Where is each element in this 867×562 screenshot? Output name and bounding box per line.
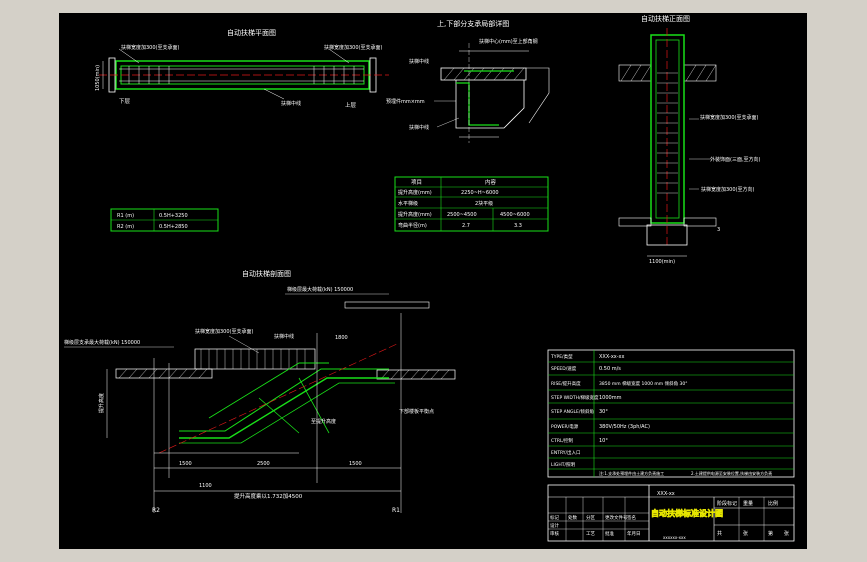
spec-cell: 4500~6000 — [500, 212, 530, 218]
spec-cell: 提升高度(mm) — [398, 211, 432, 218]
front-label-c: 扶梯宽度加300(至方向) — [701, 186, 754, 193]
title-right-cell: 重量 — [743, 500, 753, 507]
spec-cell: 2块平级 — [475, 200, 493, 207]
title-cell: 设计 — [550, 522, 559, 529]
section-dim: 2500 — [257, 461, 270, 467]
plan-view: 1050(min) 扶梯宽度加300(至支承面) 扶梯宽度加300(至支承面) … — [95, 44, 389, 109]
info-val: 1000mm — [599, 395, 622, 401]
spec-cell: 3.3 — [514, 223, 522, 229]
spec-cell: 2500~4500 — [447, 212, 477, 218]
section-label-right-mid: 扶梯中线 — [274, 333, 294, 340]
spec-header-item: 项目 — [411, 179, 422, 186]
front-label-a: 扶梯宽度加300(至支承面) — [700, 114, 758, 121]
info-val: 30° — [599, 409, 608, 415]
front-label-b: 外装饰面(三面,至方向) — [710, 156, 761, 163]
r-table: R1 (m) 0.5H+3250 R2 (m) 0.5H+2850 — [110, 208, 219, 232]
title-right-cell: 阶段标记 — [717, 500, 737, 507]
info-val: 10° — [599, 438, 608, 444]
title-block: XXX-xx 自动扶梯标准设计图 xxxxxx-xxx 标记 处数 分区 更改文… — [547, 484, 795, 542]
info-key: STEP WIDTH/梯级宽度 — [551, 394, 599, 401]
detail-label-b: 扶梯中线 — [409, 58, 429, 65]
spec-cell: 提升高度(mm) — [398, 189, 432, 196]
section-label-top: 梯级层最大荷载(kN) 150000 — [287, 286, 353, 293]
plan-label-mid: 扶梯中线 — [281, 100, 301, 107]
front-dim-bottom: 1100(min) — [649, 259, 675, 265]
info-val: 0.50 m/s — [599, 366, 621, 372]
drawing-sheet: 自动扶梯平面图 1050(min) 扶梯宽度加300(至支承面) 扶梯宽度加30… — [59, 13, 807, 549]
info-block: TYPE/类型 XXX-xx-xx SPEED/速度 0.50 m/s RISE… — [547, 349, 795, 478]
r-cell: 0.5H+3250 — [159, 213, 188, 219]
spec-cell: 水平梯级 — [398, 200, 418, 207]
front-title: 自动扶梯正面图 — [641, 14, 690, 23]
spec-cell: 2.7 — [462, 223, 470, 229]
r-cell: R2 (m) — [117, 224, 134, 230]
spec-cell: 弯曲半径(m) — [398, 222, 427, 229]
title-cell: 批准 — [605, 530, 614, 537]
info-key: LIGHT/照明 — [551, 462, 575, 468]
section-label-stairs: 扶梯宽度加300(至支承面) — [195, 328, 253, 335]
title-cell: 审核 — [550, 530, 559, 537]
plan-title: 自动扶梯平面图 — [227, 28, 276, 37]
detail-view: 扶梯中心(mm)至上部角钢 扶梯中线 预埋件mm×mm 扶梯中线 — [386, 38, 550, 143]
title-cell: 签名 — [627, 514, 636, 521]
mark-r2: R2 — [152, 507, 160, 514]
spec-cell: 2250~H~6000 — [461, 190, 499, 196]
section-dim-left: 提升高度 — [98, 393, 105, 413]
spec-table: 项目 内容 提升高度(mm) 2250~H~6000 水平梯级 2块平级 提升高… — [394, 176, 549, 232]
section-label-low: 下部楼板平衡点 — [399, 408, 434, 415]
title-cell: 标记 — [550, 514, 559, 521]
title-right-cell: 张 — [784, 530, 789, 537]
section-title: 自动扶梯剖面图 — [242, 269, 291, 278]
info-key: CTRL/控制 — [551, 437, 574, 444]
plan-label-left: 扶梯宽度加300(至支承面) — [121, 44, 179, 51]
section-label-r-marks: 至提升高度 — [311, 418, 336, 425]
section-dim: 1500 — [349, 461, 362, 467]
title-cell: 分区 — [586, 514, 595, 521]
cad-drawing: 自动扶梯平面图 1050(min) 扶梯宽度加300(至支承面) 扶梯宽度加30… — [64, 14, 795, 542]
title-cell: 处数 — [568, 514, 577, 521]
plan-label-down: 下层 — [119, 98, 131, 105]
info-key: TYPE/类型 — [550, 353, 573, 360]
info-val: 3850 mm 梯级宽度 1000 mm 倾斜角 30° — [599, 380, 688, 387]
info-val: XXX-xx-xx — [599, 354, 625, 360]
section-dim: 1500 — [179, 461, 192, 467]
info-note: 注:1.支承处预埋件由土建方负责施工 — [599, 470, 664, 476]
title-cell: 年月日 — [627, 530, 641, 537]
plan-label-up: 上层 — [345, 101, 357, 109]
title-right-cell: 第 — [768, 530, 773, 537]
detail-label-c: 预埋件mm×mm — [386, 98, 425, 105]
section-dim-bottom: 提升高度乘以1.732加4500 — [234, 492, 303, 500]
front-view: 1100(min) 3 扶梯宽度加300(至支承面) 外装饰面(三面,至方向) … — [618, 28, 761, 265]
info-note: 2.土建提供电源至安装位置,扶梯由安装方负责 — [691, 470, 772, 476]
section-dim: 1100 — [199, 483, 212, 489]
detail-label-d: 扶梯中线 — [409, 124, 429, 131]
info-key: RISE/提升高度 — [551, 380, 581, 387]
drawing-title: 自动扶梯标准设计图 — [651, 508, 723, 518]
plan-label-right: 扶梯宽度加300(至支承面) — [324, 44, 382, 51]
detail-label-a: 扶梯中心(mm)至上部角钢 — [479, 38, 538, 45]
info-key: STEP ANGLE/倾斜角 — [551, 408, 594, 415]
title-right-cell: 共 — [717, 530, 722, 537]
r-cell: R1 (m) — [117, 213, 134, 219]
title-right-cell: 张 — [743, 530, 748, 537]
section-label-left: 梯级层支承最大荷载(kN) 150000 — [64, 339, 140, 346]
r-cell: 0.5H+2850 — [159, 224, 188, 230]
title-sub: xxxxxx-xxx — [663, 535, 686, 540]
title-right-cell: 比例 — [768, 500, 778, 507]
title-cell: 工艺 — [586, 531, 595, 537]
plan-side-dim: 1050(min) — [95, 65, 101, 91]
title-cell: 更改文件号 — [605, 514, 628, 521]
section-view: 梯级层最大荷载(kN) 150000 梯级层支承最大荷载(kN) 150000 — [64, 286, 456, 514]
title-code: XXX-xx — [657, 491, 675, 497]
front-dim-right: 3 — [717, 227, 720, 233]
mark-r1: R1 — [392, 507, 400, 514]
spec-header-content: 内容 — [485, 178, 497, 186]
info-key: ENTRY/出入口 — [551, 449, 581, 456]
section-dim: 1800 — [335, 335, 348, 341]
info-key: SPEED/速度 — [551, 365, 577, 372]
detail-title: 上,下部分支承局部详图 — [437, 19, 509, 28]
info-val: 380V/50Hz (3ph/AC) — [599, 424, 650, 430]
info-key: POWER/电源 — [551, 423, 579, 430]
